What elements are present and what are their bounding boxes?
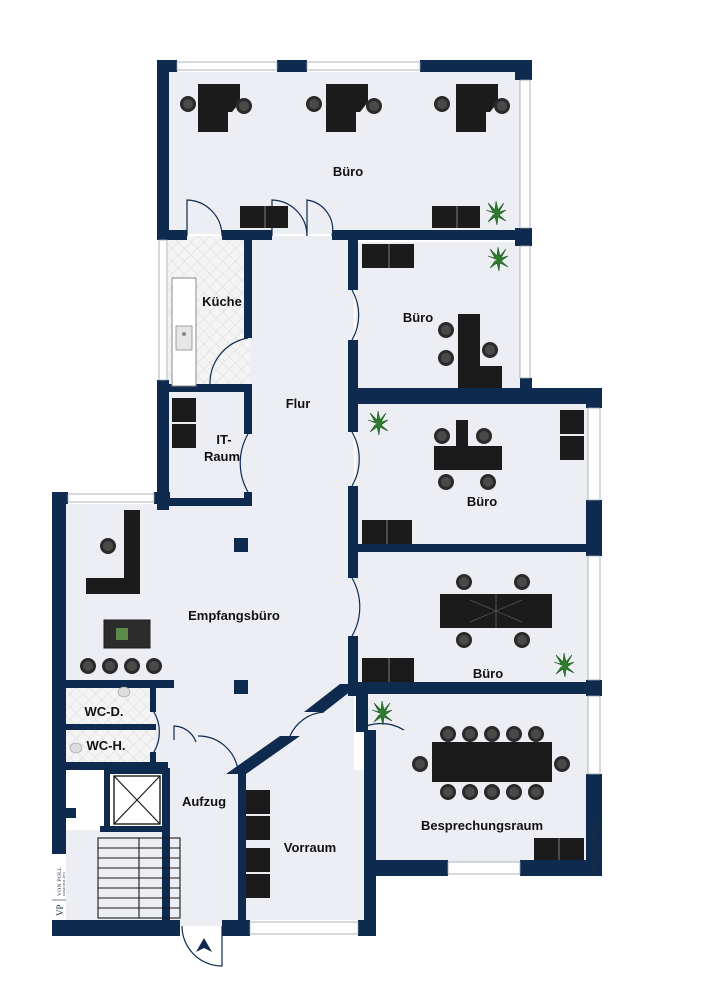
doors xyxy=(153,199,405,967)
walls xyxy=(52,60,602,936)
logo-tagline: IMMOBILIEN xyxy=(62,871,66,896)
label-flur: Flur xyxy=(286,396,311,411)
office-3-desks xyxy=(434,420,502,470)
stairs xyxy=(97,837,181,919)
label-buero-2: Büro xyxy=(403,310,433,325)
desk-cluster-1 xyxy=(180,84,252,132)
windows xyxy=(67,61,601,935)
reception-desk xyxy=(86,510,140,594)
label-wc-d: WC-D. xyxy=(85,704,124,719)
desk-cluster-2 xyxy=(306,84,382,132)
label-it-raum-2: Raum xyxy=(204,449,240,464)
label-buero-4: Büro xyxy=(473,666,503,681)
office-2-desk xyxy=(458,314,502,388)
company-logo: VP VON POLL IMMOBILIEN xyxy=(52,854,66,920)
label-it-raum-1: IT- xyxy=(216,432,231,447)
office-4-desk-block xyxy=(440,594,552,628)
label-vorraum: Vorraum xyxy=(284,840,337,855)
desk-cluster-3 xyxy=(434,84,510,132)
furniture xyxy=(69,84,584,952)
logo-mark: VP xyxy=(55,904,65,916)
label-aufzug: Aufzug xyxy=(182,794,226,809)
watermark-text: Immogrundriss xyxy=(590,821,599,874)
label-empfangsbuero: Empfangsbüro xyxy=(188,608,280,623)
room-labels: Büro Küche Büro Flur IT- Raum Büro Empfa… xyxy=(85,164,544,855)
label-kueche: Küche xyxy=(202,294,242,309)
label-buero-top: Büro xyxy=(333,164,363,179)
label-wc-h: WC-H. xyxy=(87,738,126,753)
label-buero-3: Büro xyxy=(467,494,497,509)
label-besprechungsraum: Besprechungsraum xyxy=(421,818,543,833)
logo-name: VON POLL xyxy=(57,866,63,896)
